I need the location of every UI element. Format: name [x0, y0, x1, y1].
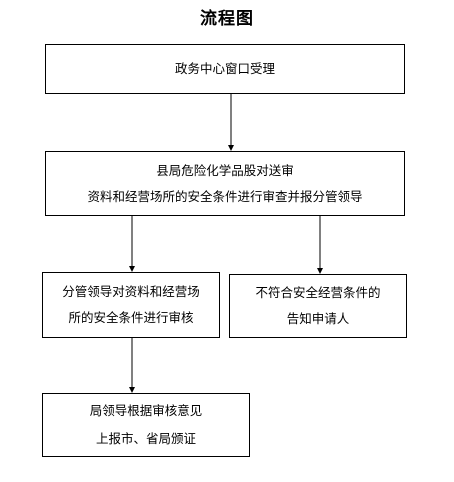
step-text: 资料和经营场所的安全条件进行审查并报分管领导 — [87, 188, 363, 204]
step-text: 县局危险化学品股对送审 — [156, 162, 294, 178]
step-text: 不符合安全经营条件的 — [255, 285, 381, 300]
step-reject-notice: 不符合安全经营条件的 告知申请人 — [229, 274, 407, 338]
step-county-review: 县局危险化学品股对送审 资料和经营场所的安全条件进行审查并报分管领导 — [45, 151, 405, 216]
page-title: 流程图 — [200, 9, 254, 29]
step-text: 上报市、省局颁证 — [95, 431, 196, 446]
step-window-acceptance: 政务中心窗口受理 — [45, 44, 405, 94]
step-text: 所的安全条件进行审核 — [68, 310, 194, 325]
step-text: 政务中心窗口受理 — [174, 61, 275, 76]
step-bureau-submit: 局领导根据审核意见 上报市、省局颁证 — [42, 393, 250, 457]
step-text: 告知申请人 — [286, 311, 350, 326]
step-leader-review: 分管领导对资料和经营场 所的安全条件进行审核 — [42, 272, 220, 338]
step-text: 分管领导对资料和经营场 — [62, 284, 200, 299]
step-text: 局领导根据审核意见 — [89, 403, 203, 418]
